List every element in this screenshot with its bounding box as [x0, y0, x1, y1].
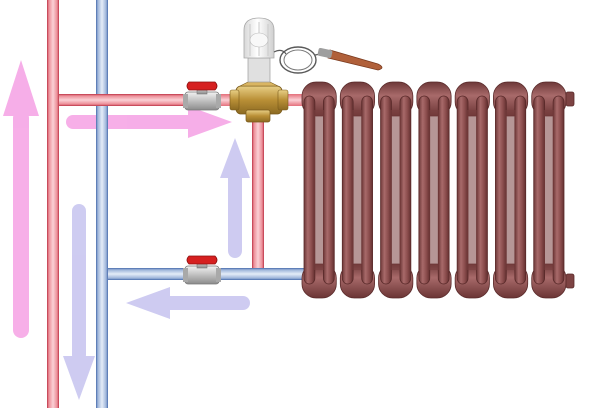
- radiator-section: [531, 81, 567, 299]
- radiator-section: [493, 81, 529, 299]
- cast-iron-radiator: [301, 81, 575, 299]
- thermostatic-valve-icon: [229, 17, 289, 123]
- flow-arrows: [3, 60, 250, 400]
- hot-riser: [47, 0, 59, 408]
- radiator-section: [339, 81, 375, 299]
- return-branch: [108, 268, 304, 280]
- hot-up-arrow-icon: [3, 60, 39, 338]
- cold-left-arrow-icon: [126, 287, 250, 319]
- radiator-section: [378, 81, 414, 299]
- radiator-section: [301, 81, 337, 299]
- radiator-plug: [565, 273, 575, 289]
- return-ball-valve-icon: [183, 255, 221, 285]
- cold-down-arrow-icon: [63, 204, 95, 400]
- cold-riser: [96, 0, 108, 408]
- hot-right-arrow-icon: [66, 106, 232, 138]
- radiator-section: [416, 81, 452, 299]
- radiator-plug: [565, 91, 575, 107]
- cold-up-arrow-icon: [220, 138, 250, 258]
- remote-sensor-icon: [273, 46, 383, 74]
- supply-ball-valve-icon: [183, 81, 221, 111]
- radiator-section: [454, 81, 490, 299]
- bypass-pipe: [252, 118, 264, 274]
